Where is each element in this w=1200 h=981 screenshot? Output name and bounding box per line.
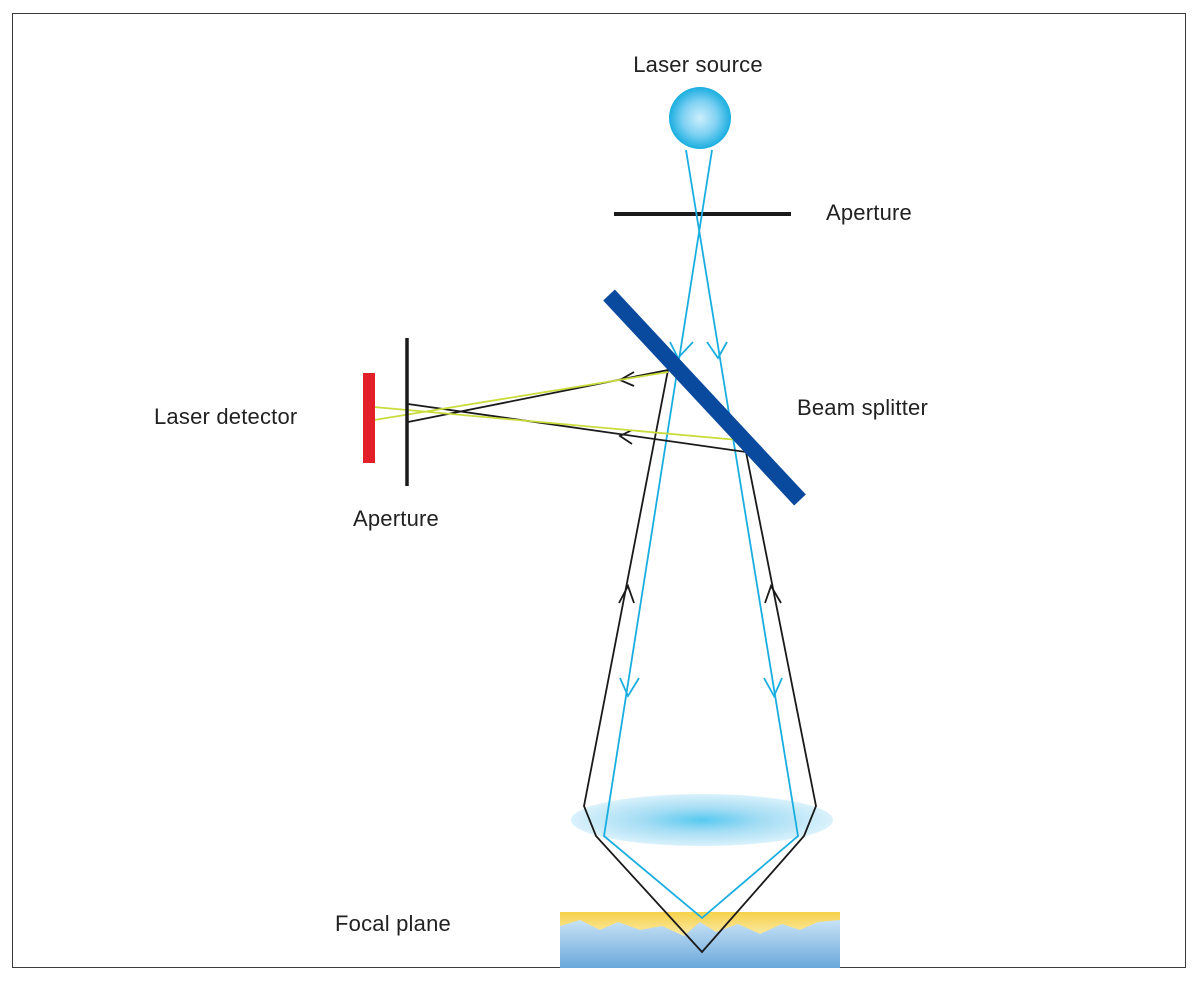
aperture-top-label: Aperture <box>826 200 912 225</box>
focal-plane-label: Focal plane <box>335 911 451 936</box>
beam-splitter-label: Beam splitter <box>797 395 928 420</box>
laser-detector-label: Laser detector <box>154 404 297 429</box>
laser-detector <box>363 373 375 463</box>
laser-beam <box>603 149 799 920</box>
beam-splitter <box>603 289 806 506</box>
laser-source-label: Laser source <box>633 52 763 77</box>
detected-beam <box>373 371 739 441</box>
sample-surface <box>560 912 840 936</box>
focal-plane-sample <box>560 912 840 968</box>
aperture-detector-label: Aperture <box>353 506 439 531</box>
laser-source-icon <box>669 87 731 149</box>
objective-lens <box>571 794 833 846</box>
